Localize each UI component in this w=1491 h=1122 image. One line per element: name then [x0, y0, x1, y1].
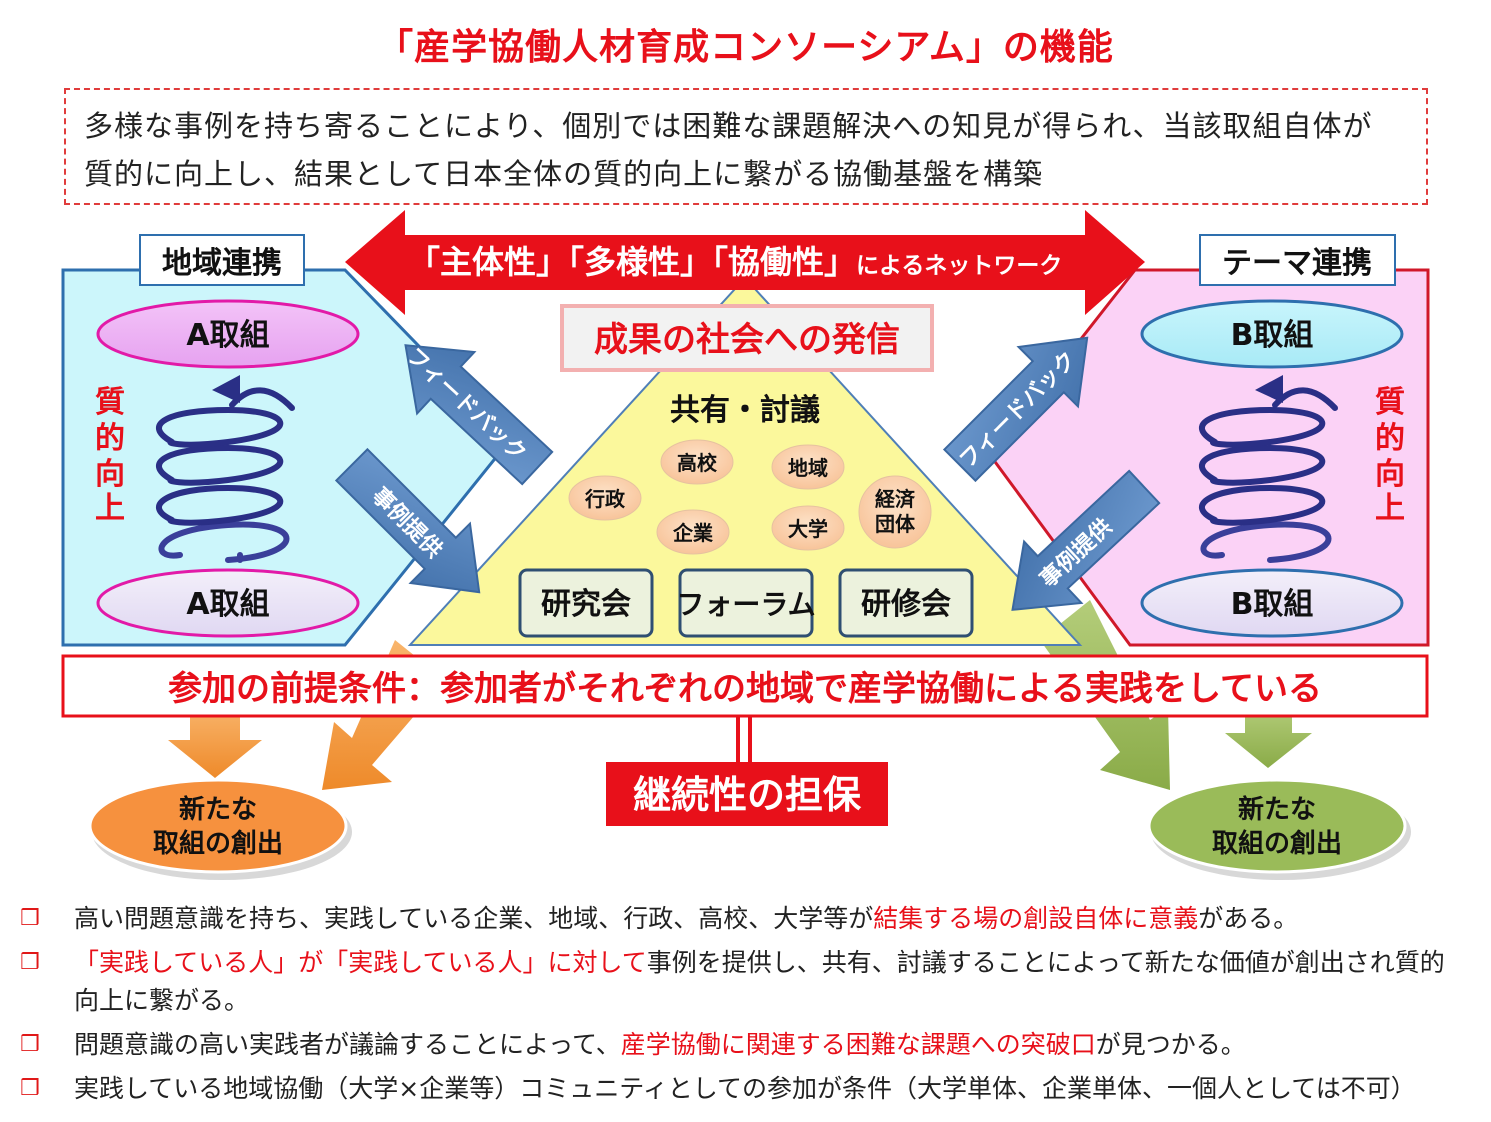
continuity-label: 継続性の担保	[633, 773, 862, 817]
bullet-item-3: ❒ 問題意識の高い実践者が議論することによって、産学協働に関連する困難な課題への…	[20, 1026, 1480, 1064]
bullet-item-2: ❒ 「実践している人」が「実践している人」に対して事例を提供し、共有、討議するこ…	[20, 944, 1480, 1020]
stakeholder-kigyou-label: 企業	[672, 521, 714, 545]
left-side-char-3: 向	[95, 457, 125, 492]
left-side-char-2: 的	[95, 421, 125, 456]
left-side-text: 質 的 向 上	[95, 385, 125, 526]
box-kenkyukai	[518, 568, 654, 638]
checkbox-bullet-icon: ❒	[20, 1032, 40, 1057]
stakeholder-kigyou: 企業	[656, 509, 730, 555]
bullet-4-text: 実践している地域協働（大学×企業等）コミュニティとしての参加が条件（大学単体、企…	[74, 1074, 1416, 1103]
new-left-line2: 取組の創出	[153, 828, 283, 859]
page-title: 「産学協働人材育成コンソーシアム」の機能	[377, 27, 1114, 68]
bullet-3-text: 問題意識の高い実践者が議論することによって、	[74, 1030, 621, 1059]
stakeholder-keizai-line1: 経済	[875, 487, 916, 511]
bullet-1-text: 高い問題意識を持ち、実践している企業、地域、行政、高校、大学等が	[74, 904, 874, 933]
checkbox-bullet-icon: ❒	[20, 950, 40, 975]
right-panel-label-box	[1199, 234, 1396, 286]
left-panel-label-box	[139, 234, 305, 286]
box-kenshukai-label: 研修会	[861, 587, 951, 622]
checkbox-bullet-icon: ❒	[20, 906, 40, 931]
left-side-char-4: 上	[95, 491, 125, 526]
precondition-box	[61, 654, 1429, 718]
orange-arrow-down	[168, 705, 262, 778]
new-right-line2: 取組の創出	[1212, 828, 1342, 859]
box-kenkyukai-label: 研究会	[541, 587, 631, 622]
left-panel-label: 地域連携	[162, 246, 282, 281]
network-double-arrow	[345, 210, 1145, 315]
summary-box: 多様な事例を持ち寄ることにより、個別では困難な課題解決への知見が得られ、当該取組…	[64, 88, 1428, 205]
right-bottom-ellipse-label: B取組	[1231, 587, 1314, 622]
right-spiral-icon	[1199, 375, 1338, 563]
outcome-box-label: 成果の社会への発信	[594, 320, 900, 360]
bullet-list: ❒ 高い問題意識を持ち、実践している企業、地域、行政、高校、大学等が結集する場の…	[20, 900, 1480, 1108]
bullet-item-1: ❒ 高い問題意識を持ち、実践している企業、地域、行政、高校、大学等が結集する場の…	[20, 900, 1480, 938]
left-bottom-ellipse-label: A取組	[186, 587, 269, 622]
pyramid-heading: 共有・討議	[670, 393, 820, 428]
new-left-line1: 新たな	[179, 794, 257, 825]
left-bottom-ellipse	[96, 568, 360, 638]
stakeholder-daigaku-label: 大学	[788, 517, 828, 541]
summary-line-2: 質的に向上し、結果として日本全体の質的向上に繋がる協働基盤を構築	[84, 157, 1044, 191]
bullet-3-tail: が見つかる。	[1095, 1030, 1246, 1059]
bullet-2-line2: 向上に繋がる。	[74, 986, 250, 1015]
right-side-char-4: 上	[1375, 491, 1405, 526]
precondition-label: 参加の前提条件：参加者がそれぞれの地域で産学協働による実践をしている	[168, 669, 1322, 709]
stakeholder-koukou: 高校	[660, 439, 734, 485]
outcome-box	[560, 304, 934, 372]
stakeholder-gyousei: 行政	[568, 475, 642, 521]
right-side-char-1: 質	[1375, 385, 1405, 420]
stakeholder-keizai: 経済 団体	[858, 475, 932, 549]
box-forum-label: フォーラム	[676, 588, 815, 621]
checkbox-bullet-icon: ❒	[20, 1076, 40, 1101]
pyramid	[407, 276, 1083, 646]
bullet-2-highlight: 「実践している人」が「実践している人」に対して	[74, 948, 647, 977]
right-panel-label: テーマ連携	[1222, 246, 1372, 281]
bullet-2-text: 事例を提供し、共有、討議することによって新たな価値が創出され質的	[646, 948, 1445, 977]
stakeholder-chiiki-label: 地域	[788, 456, 828, 480]
stakeholder-koukou-label: 高校	[677, 451, 718, 475]
network-arrow-label-bold: 「主体性」「多様性」「協働性」によるネットワーク	[408, 243, 1062, 281]
bullet-1-tail: がある。	[1198, 904, 1299, 933]
right-top-ellipse-label: B取組	[1231, 318, 1314, 353]
left-top-ellipse	[96, 299, 360, 369]
bullet-item-4: ❒ 実践している地域協働（大学×企業等）コミュニティとしての参加が条件（大学単体…	[20, 1070, 1480, 1108]
right-side-char-3: 向	[1375, 457, 1405, 492]
bullet-1-highlight: 結集する場の創設自体に意義	[873, 904, 1199, 933]
left-spiral-icon	[156, 375, 295, 563]
summary-line-1: 多様な事例を持ち寄ることにより、個別では困難な課題解決への知見が得られ、当該取組…	[84, 109, 1373, 143]
right-side-text: 質 的 向 上	[1375, 385, 1405, 526]
stakeholder-gyousei-label: 行政	[584, 487, 626, 511]
stakeholder-keizai-line2: 団体	[875, 512, 916, 536]
continuity-box	[606, 762, 888, 826]
new-right-line1: 新たな	[1238, 794, 1316, 825]
new-left-ellipse	[88, 778, 348, 874]
box-forum	[678, 568, 814, 638]
stakeholder-chiiki: 地域	[771, 444, 845, 490]
right-bottom-ellipse	[1140, 568, 1404, 638]
left-top-ellipse-label: A取組	[186, 318, 269, 353]
green-arrow-down	[1225, 705, 1312, 768]
stakeholder-daigaku: 大学	[771, 505, 845, 551]
new-right-ellipse	[1147, 778, 1407, 874]
right-side-char-2: 的	[1375, 421, 1405, 456]
right-top-ellipse	[1140, 299, 1404, 369]
box-kenshukai	[838, 568, 974, 638]
bullet-3-highlight: 産学協働に関連する困難な課題への突破口	[620, 1030, 1096, 1059]
left-side-char-1: 質	[95, 385, 125, 420]
